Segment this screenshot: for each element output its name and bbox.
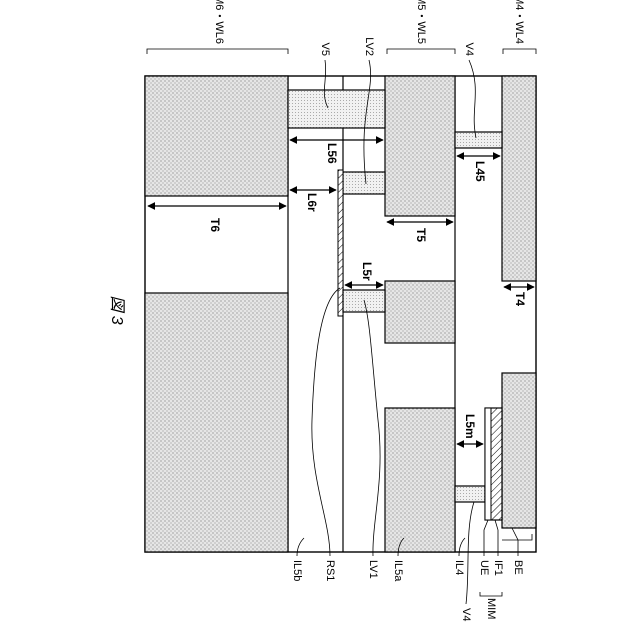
leader-v4-top	[469, 60, 476, 138]
bracket-be	[502, 534, 532, 540]
v4-via-top	[455, 132, 502, 148]
label-il5b: IL5b	[291, 560, 303, 581]
bracket-m5	[387, 49, 455, 54]
label-m6-wl6: M6・WL6	[213, 0, 225, 44]
label-mim: MIM	[485, 598, 497, 619]
label-v4-bottom: V4	[460, 608, 472, 621]
label-lv2: LV2	[363, 37, 375, 56]
figure-title: 図 3	[108, 295, 125, 324]
label-l56: L56	[325, 143, 339, 164]
label-m4-wl4: M4・WL4	[513, 0, 525, 44]
label-t4: T4	[513, 292, 527, 306]
m6-wiring-upper	[145, 76, 288, 196]
label-il4: IL4	[453, 560, 465, 575]
bracket-m6	[147, 49, 288, 54]
m4-wiring-top	[502, 76, 536, 281]
label-ue: UE	[478, 560, 490, 575]
leader-rs1	[312, 288, 340, 556]
leader-il4	[459, 538, 465, 556]
label-l5m: L5m	[463, 414, 477, 439]
label-t5: T5	[414, 228, 428, 242]
label-lv1: LV1	[367, 560, 379, 579]
leader-ue	[484, 520, 488, 556]
bracket-m4	[503, 49, 536, 54]
mim-upper-electrode	[485, 408, 491, 520]
label-il5a: IL5a	[392, 560, 404, 582]
m5-wiring-top	[385, 76, 455, 216]
leader-if1	[495, 520, 498, 556]
leader-il5b	[297, 538, 304, 556]
label-be: BE	[512, 560, 524, 575]
v5-via	[288, 90, 385, 128]
label-m5-wl5: M5・WL5	[415, 0, 427, 44]
rs1-resistor	[338, 170, 343, 316]
v4-via-bottom	[455, 486, 485, 502]
label-l5r: L5r	[360, 262, 374, 281]
bracket-mim	[480, 592, 502, 596]
label-l6r: L6r	[305, 193, 319, 212]
m4-wiring-bottom	[502, 373, 536, 528]
m5-wiring-middle	[385, 281, 455, 343]
m5-wiring-bottom	[385, 408, 455, 552]
m6-wiring-lower	[145, 293, 288, 552]
label-v5: V5	[319, 43, 331, 56]
label-rs1: RS1	[324, 560, 336, 581]
lv2-via	[343, 172, 385, 194]
label-v4-top: V4	[463, 43, 475, 56]
leader-v4-bottom	[466, 502, 474, 604]
leader-lv1	[364, 300, 380, 556]
label-t6: T6	[208, 218, 222, 232]
label-l45: L45	[473, 161, 487, 182]
label-if1: IF1	[492, 560, 504, 576]
